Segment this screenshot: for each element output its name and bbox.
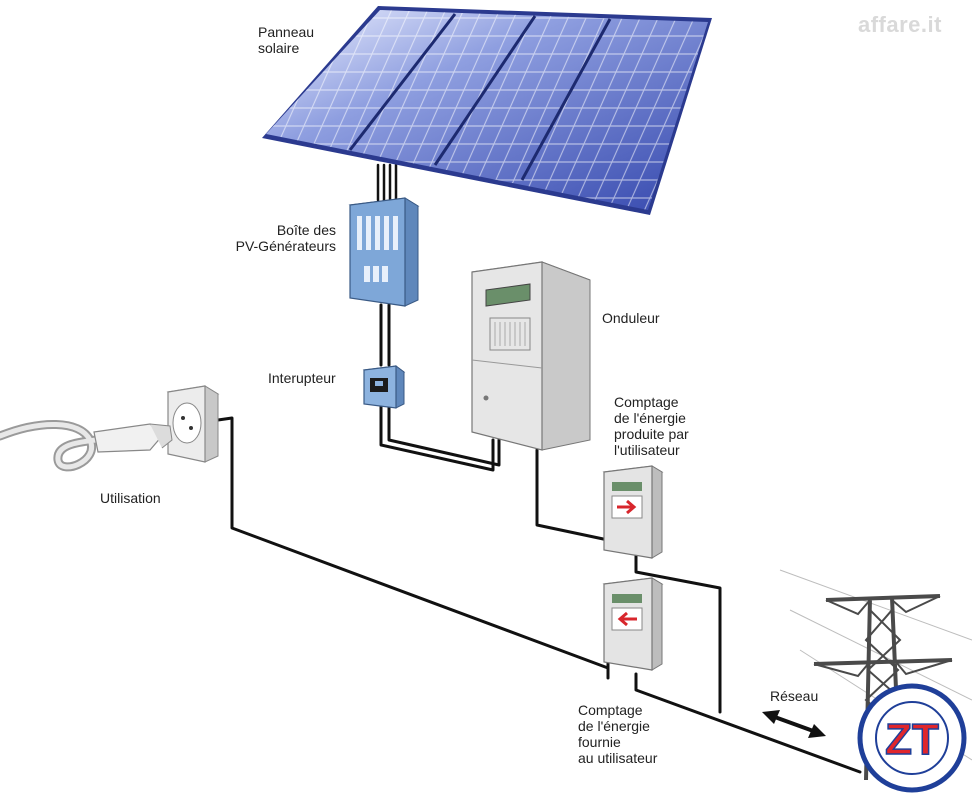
switch-icon <box>362 365 406 409</box>
watermark: affare.it <box>858 12 942 37</box>
plug-icon <box>0 419 173 472</box>
energy-meter-icon <box>602 465 664 559</box>
label-grid: Réseau <box>770 688 819 704</box>
cables <box>216 163 862 774</box>
label-solar-panel: Panneau solaire <box>258 24 315 56</box>
solar-panel-icon <box>262 6 712 215</box>
label-switch: Interupteur <box>268 370 336 386</box>
logo-text: ZT <box>885 715 939 764</box>
power-socket-icon <box>166 385 220 463</box>
label-meter-produced: Comptage de l'énergie produite par l'uti… <box>614 394 689 458</box>
label-inverter: Onduleur <box>602 310 660 326</box>
junction-box-icon <box>348 197 420 307</box>
energy-meter-icon <box>602 577 664 671</box>
label-meter-supplied: Comptage de l'énergie fournie au utilisa… <box>578 702 658 766</box>
label-pv-box: Boîte des PV-Générateurs <box>235 222 336 254</box>
zt-logo: ZT <box>857 683 967 793</box>
label-usage: Utilisation <box>100 490 161 506</box>
bidirectional-arrow-icon <box>762 710 826 738</box>
inverter-icon <box>471 261 591 451</box>
